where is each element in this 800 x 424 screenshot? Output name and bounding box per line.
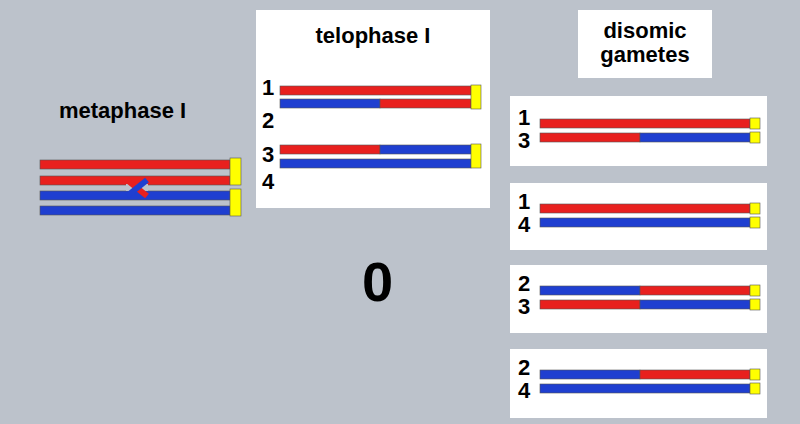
gamete-box: 23	[510, 265, 767, 333]
chromatid-number: 4	[518, 379, 530, 403]
chromatid-number: 1	[518, 190, 530, 214]
chromatid-number: 2	[518, 272, 530, 296]
stage-label: metaphase I	[59, 98, 186, 123]
chromatid-number: 2	[518, 356, 530, 380]
gamete-box: 14	[510, 183, 767, 250]
chromatid-number: 4	[518, 213, 530, 237]
chromatid-number: 1	[518, 106, 530, 130]
chromatid-number: 1	[262, 76, 274, 100]
count-label: 0	[362, 250, 393, 314]
chromatid-number: 4	[262, 170, 274, 194]
gamete-box: 13	[510, 96, 767, 166]
heading-box: disomic gametes	[578, 10, 712, 78]
chromatid-number: 3	[518, 295, 530, 319]
panel-heading: disomic gametes	[578, 19, 712, 67]
chromatid-number: 3	[518, 129, 530, 153]
chromatid-number: 2	[262, 109, 274, 133]
stage-panel: telophase I 1 2 3 4	[256, 10, 490, 208]
chromatid-number: 3	[262, 143, 274, 167]
panel-heading: telophase I	[256, 24, 490, 48]
gamete-box: 24	[510, 349, 767, 418]
